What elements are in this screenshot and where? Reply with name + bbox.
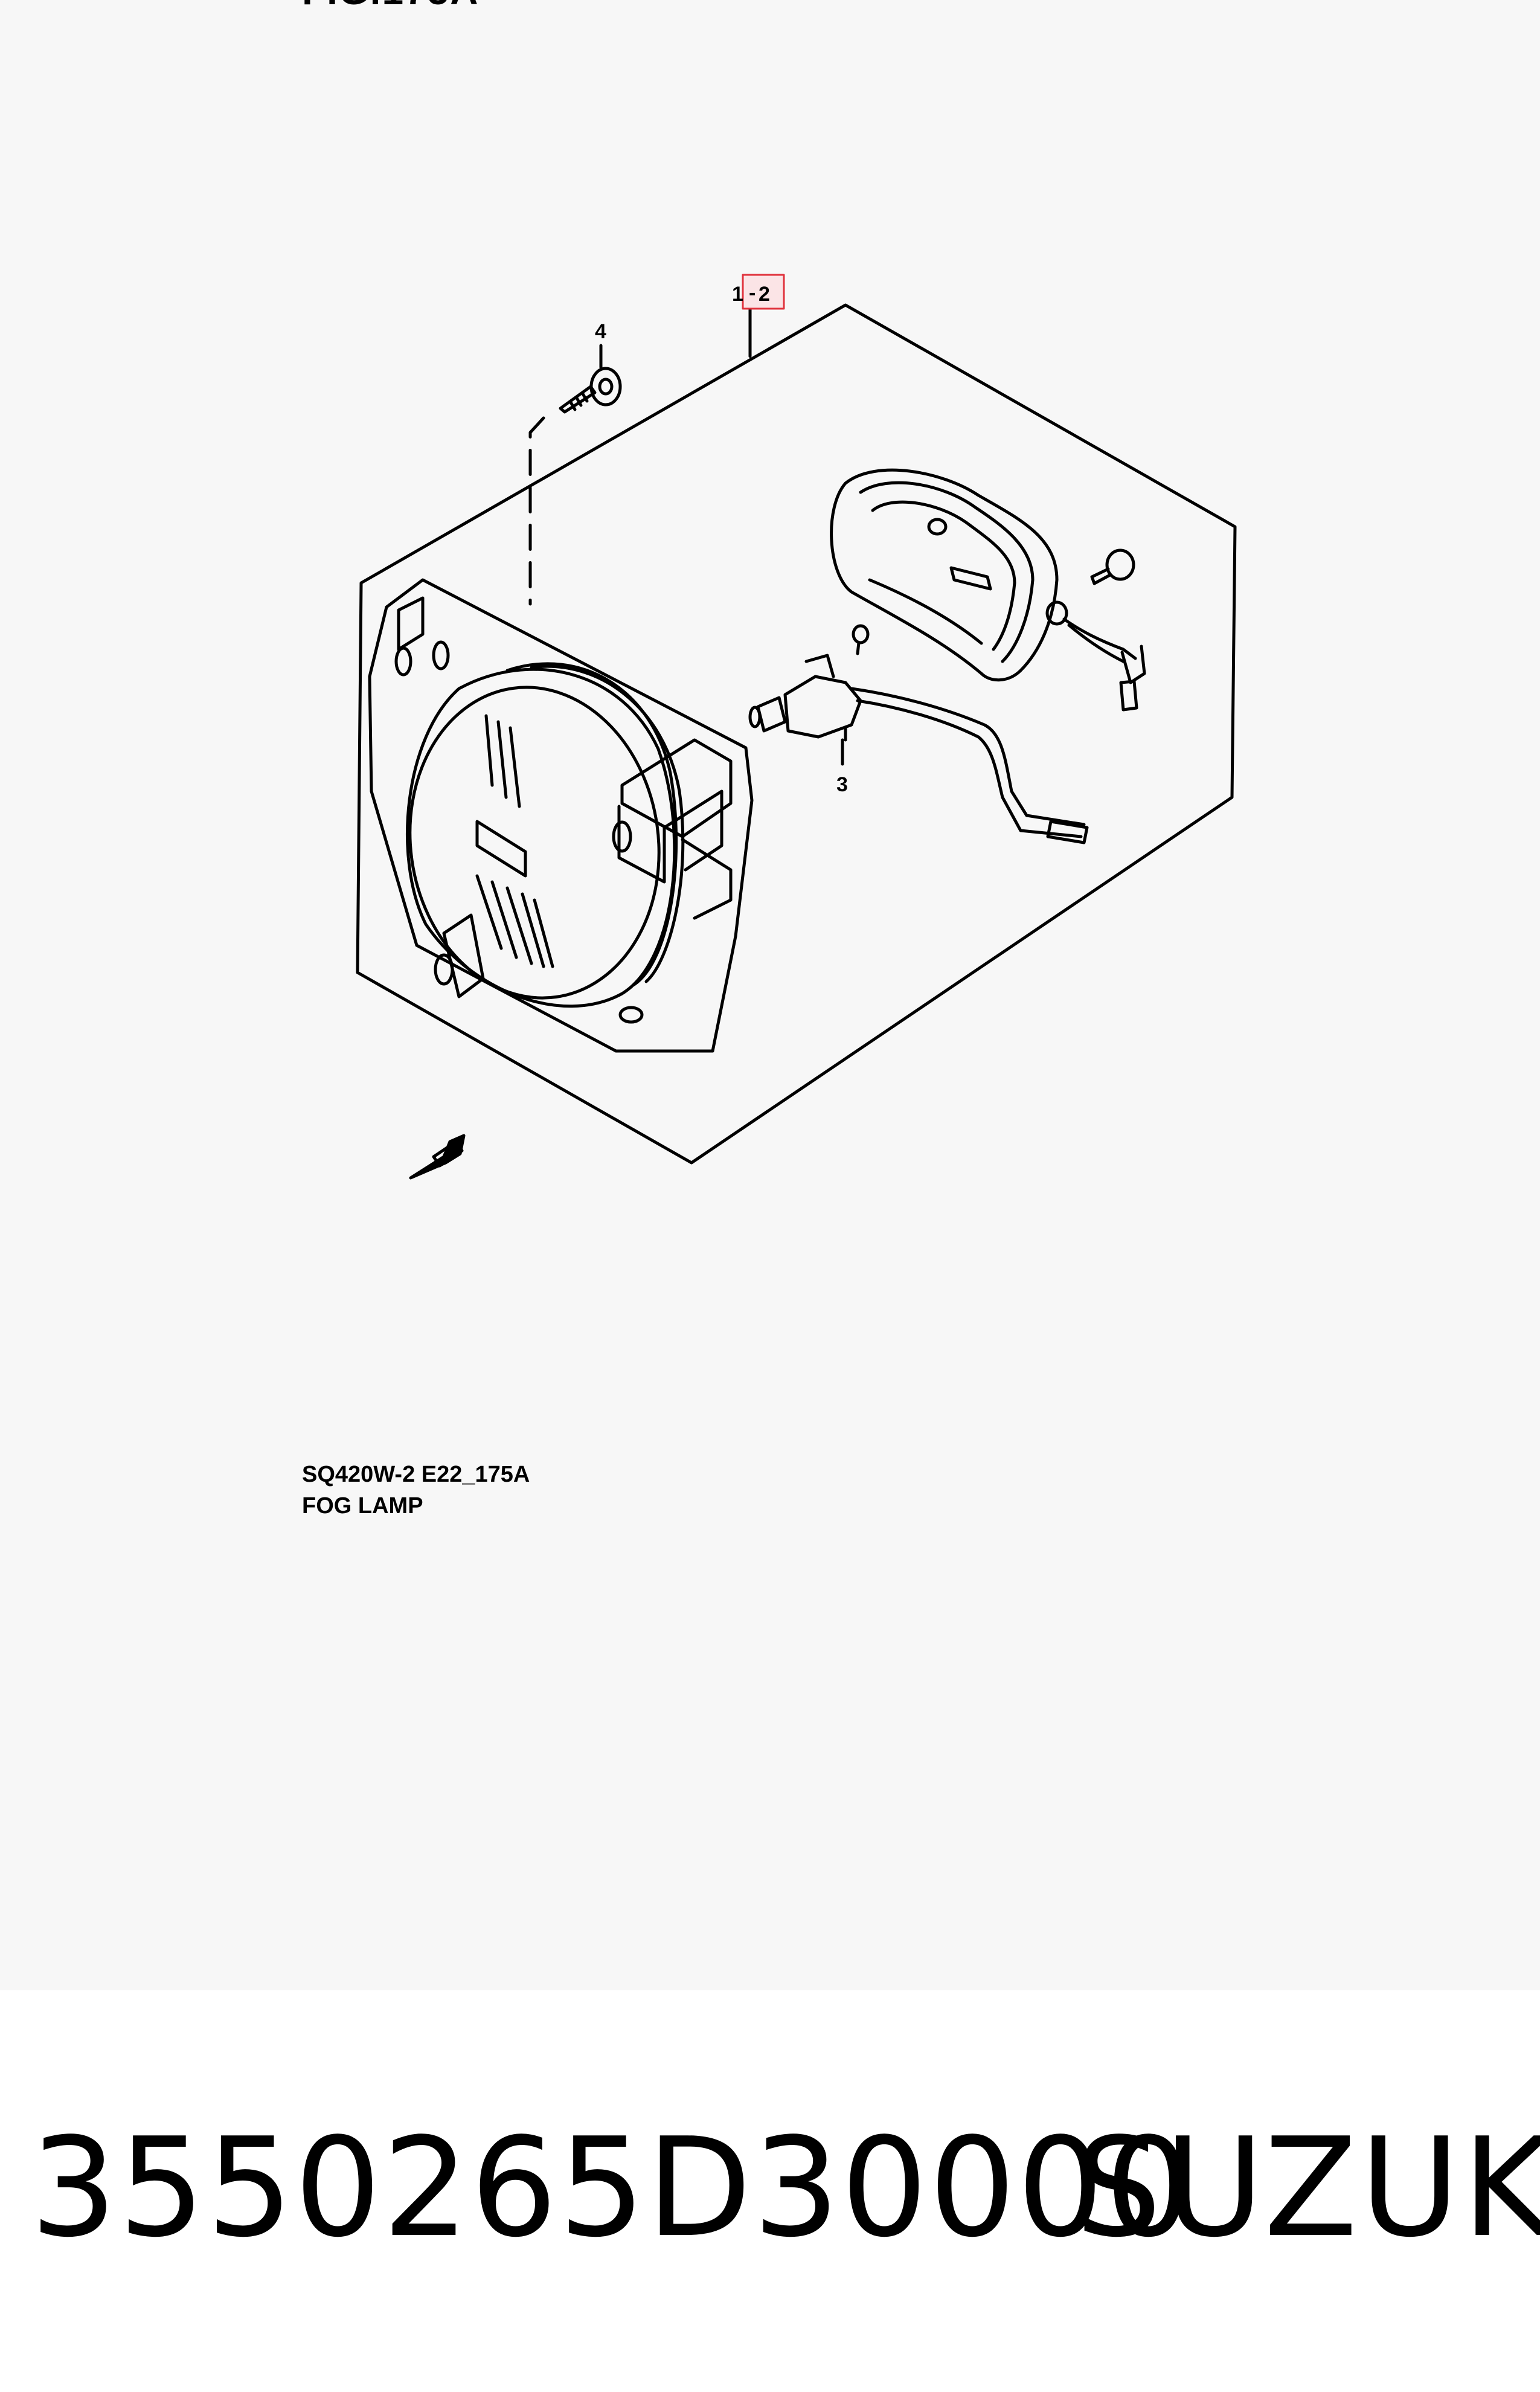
exploded-diagram: 1 - 2 4 3 — [356, 274, 1237, 1180]
footer-band — [0, 1990, 1540, 2392]
diagram-sheet — [0, 0, 1540, 1990]
part-number: 3550265D30000 — [30, 2109, 1193, 2268]
bulb-part-3 — [748, 654, 1089, 844]
caption-code: SQ420W-2 E22_175A — [302, 1462, 530, 1487]
reflector-screw — [1090, 548, 1135, 585]
small-screw — [852, 624, 870, 655]
screw-part-4 — [559, 367, 622, 414]
callout-4: 4 — [595, 320, 606, 343]
brand-name: SUZUKI — [1075, 2109, 1540, 2268]
callout-separator: - — [749, 281, 756, 304]
mounting-bracket — [368, 578, 754, 1053]
assembly-boundary — [356, 303, 1237, 1165]
fog-lamp-lens — [406, 662, 685, 1008]
diagram-caption: SQ420W-2 E22_175A FOG LAMP — [302, 1459, 530, 1522]
screw-dash-line — [528, 416, 545, 606]
caption-name: FOG LAMP — [302, 1493, 423, 1519]
reflector-housing — [830, 468, 1068, 682]
callout-2: 2 — [759, 283, 770, 306]
callout-3: 3 — [836, 773, 848, 796]
reflector-wire — [1062, 617, 1146, 712]
callout-2-highlight-box — [742, 274, 785, 310]
forward-arrow-icon — [409, 1134, 466, 1180]
figure-title: FIG.175A — [302, 0, 479, 13]
callout-1: 1 — [732, 283, 743, 306]
